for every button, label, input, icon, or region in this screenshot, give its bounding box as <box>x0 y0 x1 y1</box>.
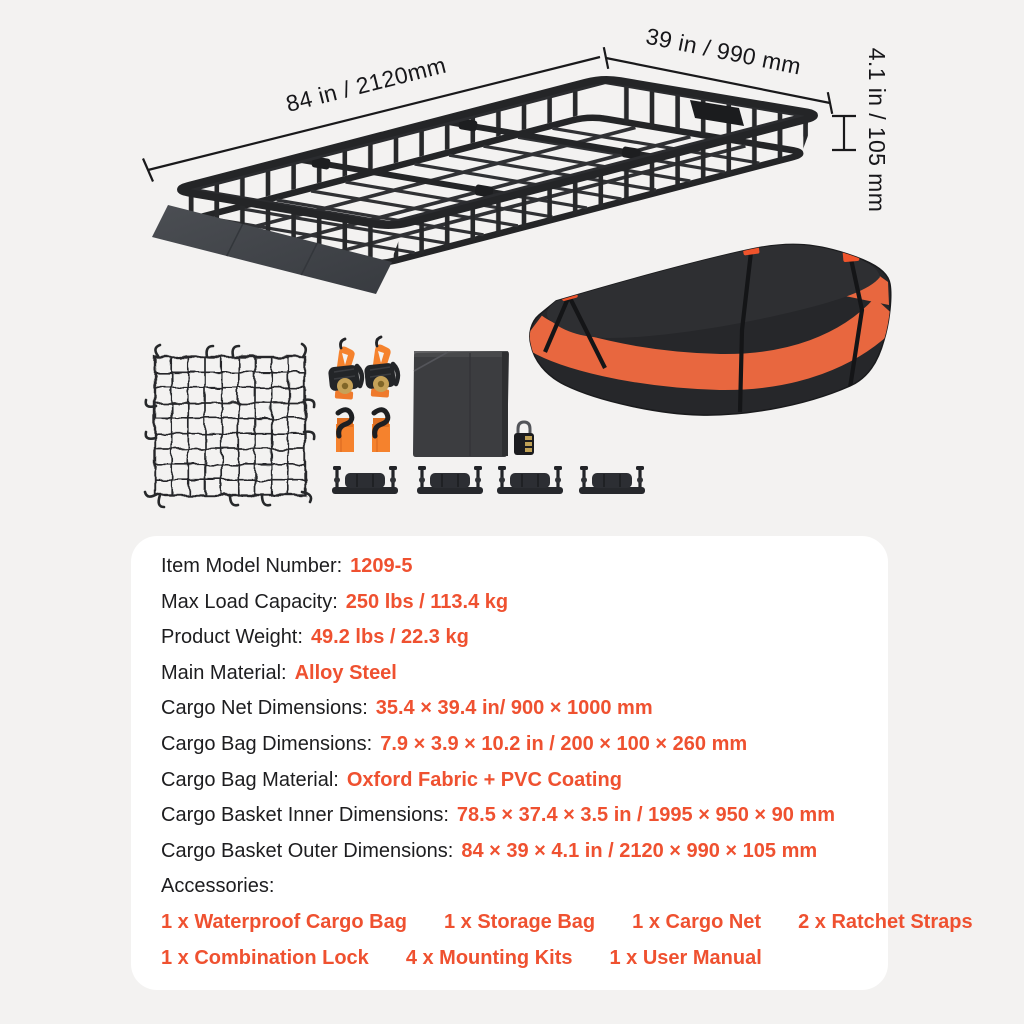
s-hook-strap-1 <box>335 407 355 452</box>
spec-value: 7.9 × 3.9 × 10.2 in / 200 × 100 × 260 mm <box>380 732 748 755</box>
spec-row-accessories-heading: Accessories: <box>161 869 858 905</box>
dimension-label-length: 84 in / 2120mm <box>283 52 449 117</box>
spec-label: Max Load Capacity: <box>161 590 338 613</box>
accessory-item: 4 x Mounting Kits <box>405 946 573 969</box>
spec-label: Main Material: <box>161 661 287 684</box>
basket-mounting-bars <box>296 118 656 198</box>
spec-row: Cargo Basket Outer Dimensions: 84 × 39 × … <box>161 834 858 870</box>
spec-label: Cargo Bag Dimensions: <box>161 732 373 755</box>
wind-fairing <box>152 205 392 294</box>
spec-row: Item Model Number: 1209-5 <box>161 549 858 585</box>
accessory-item: 1 x Storage Bag <box>443 910 596 933</box>
spec-label: Cargo Basket Outer Dimensions: <box>161 839 454 862</box>
dimension-lines <box>141 46 856 182</box>
spec-value: 1209-5 <box>350 555 413 577</box>
basket-near-short-wall <box>171 192 385 264</box>
mounting-kit <box>332 466 398 494</box>
spec-row: Max Load Capacity: 250 lbs / 113.4 kg <box>161 585 858 621</box>
accessory-item: 1 x Waterproof Cargo Bag <box>161 910 407 933</box>
accessories-line-1: 1 x Waterproof Cargo Bag 1 x Storage Bag 1… <box>161 905 973 941</box>
mounting-kits-illustration <box>332 466 645 494</box>
spec-row: Cargo Net Dimensions: 35.4 × 39.4 in/ 900… <box>161 691 858 727</box>
spec-card: Item Model Number: 1209-5 Max Load Capaci… <box>131 536 973 990</box>
accessories-line-2: 1 x Combination Lock 4 x Mounting Kits 1 x… <box>161 941 858 977</box>
basket-clamps <box>311 118 641 198</box>
spec-row: Product Weight: 49.2 lbs / 22.3 kg <box>161 620 858 656</box>
cargo-net-illustration <box>143 342 316 509</box>
spec-label: Product Weight: <box>161 626 303 649</box>
spec-row: Cargo Basket Inner Dimensions: 78.5 × 37.… <box>161 798 858 834</box>
spec-label: Cargo Net Dimensions: <box>161 697 368 720</box>
spec-label: Cargo Bag Material: <box>161 768 339 791</box>
accessory-item: 1 x Combination Lock <box>161 946 369 969</box>
spec-row: Main Material: Alloy Steel <box>161 656 858 692</box>
spec-value: 35.4 × 39.4 in/ 900 × 1000 mm <box>375 697 653 720</box>
spec-value: Oxford Fabric + PVC Coating <box>346 768 622 791</box>
mounting-kit <box>497 466 563 494</box>
cargo-bag-straps <box>543 251 865 413</box>
spec-label: Accessories: <box>161 875 275 898</box>
net-hooks <box>143 342 316 509</box>
ratchet-straps-illustration <box>328 335 401 452</box>
spec-label: Cargo Basket Inner Dimensions: <box>161 804 449 827</box>
dimension-label-height: 4.1 in / 105 mm <box>864 48 890 213</box>
spec-value: 250 lbs / 113.4 kg <box>345 590 509 613</box>
spec-value: 84 × 39 × 4.1 in / 2120 × 990 × 105 mm <box>461 839 818 862</box>
combination-lock-illustration <box>514 420 534 455</box>
mounting-kit <box>579 466 645 494</box>
basket-far-long-wall <box>172 81 591 221</box>
ratchet-strap-2 <box>364 335 401 398</box>
spec-label: Item Model Number: <box>161 555 343 577</box>
accessory-item: 1 x User Manual <box>609 946 762 969</box>
spec-value: Alloy Steel <box>294 661 397 684</box>
storage-bag-illustration <box>413 351 509 457</box>
cargo-basket-illustration <box>152 80 816 294</box>
spec-value: 49.2 lbs / 22.3 kg <box>310 626 469 649</box>
cargo-bag-illustration <box>529 243 892 416</box>
mounting-kit <box>417 466 483 494</box>
spec-row: Cargo Bag Dimensions: 7.9 × 3.9 × 10.2 in… <box>161 727 858 763</box>
product-illustration: 84 in / 2120mm 39 in / 990 mm 4.1 in / 1… <box>141 23 892 509</box>
basket-near-long-wall <box>391 118 810 262</box>
spec-value: 78.5 × 37.4 × 3.5 in / 1995 × 950 × 90 m… <box>456 804 835 827</box>
accessory-item: 2 x Ratchet Straps <box>798 910 973 933</box>
ratchet-strap-1 <box>328 337 365 400</box>
accessory-item: 1 x Cargo Net <box>632 910 762 933</box>
basket-pad <box>690 100 744 126</box>
s-hook-strap-2 <box>371 407 391 452</box>
spec-row: Cargo Bag Material: Oxford Fabric + PVC C… <box>161 763 858 799</box>
